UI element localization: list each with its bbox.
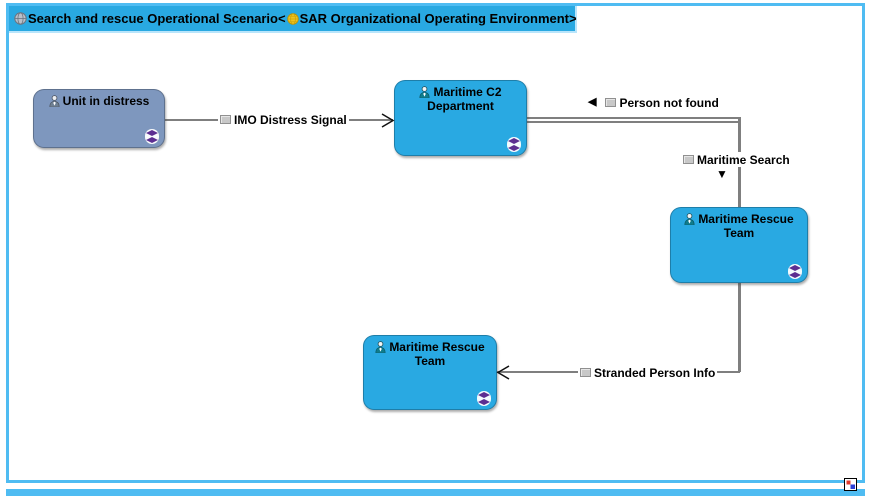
actor-icon — [49, 95, 60, 108]
component-role-icon — [788, 264, 802, 279]
diagram-frame — [6, 3, 865, 483]
edge-vertical-line-lower[interactable] — [738, 283, 741, 372]
frame-bottom-bar — [6, 489, 865, 496]
actor-icon — [419, 86, 430, 99]
node-unit-in-distress[interactable]: Unit in distress — [33, 89, 165, 148]
arrowhead-right-icon — [380, 112, 395, 129]
resize-marker-icon[interactable] — [844, 478, 857, 491]
exchange-item-icon — [605, 98, 617, 107]
node-maritime-c2-department[interactable]: Maritime C2 Department — [394, 80, 527, 156]
edge-label-stranded-person-info[interactable]: Stranded Person Info — [578, 365, 718, 380]
title-scenario-text: Search and rescue Operational Scenario< — [28, 11, 286, 26]
diagram-title-bar[interactable]: Search and rescue Operational Scenario< … — [9, 6, 577, 33]
arrowhead-left-icon — [496, 364, 511, 381]
component-role-icon — [507, 137, 521, 152]
exchange-item-icon — [580, 368, 591, 377]
direction-down-icon: ▼ — [716, 167, 728, 181]
component-role-icon — [145, 129, 159, 144]
actor-icon — [684, 213, 695, 226]
node-title: Maritime Rescue Team — [364, 336, 496, 368]
node-title: Maritime Rescue Team — [671, 208, 807, 240]
actor-icon — [375, 341, 386, 354]
component-role-icon — [477, 391, 491, 406]
edge-maritime-search-line[interactable] — [527, 121, 740, 123]
node-maritime-rescue-team-right[interactable]: Maritime Rescue Team — [670, 207, 808, 283]
scenario-globe-icon — [14, 12, 27, 25]
node-maritime-rescue-team-bottom[interactable]: Maritime Rescue Team — [363, 335, 497, 410]
direction-left-icon: ◀ — [588, 96, 597, 108]
title-environment-text: SAR Organizational Operating Environment… — [299, 11, 577, 26]
exchange-item-icon — [220, 115, 231, 124]
environment-globe-icon — [286, 12, 299, 25]
edge-label-person-not-found[interactable]: ◀ Person not found — [588, 95, 719, 110]
edge-label-imo-distress-signal[interactable]: IMO Distress Signal — [218, 112, 349, 127]
node-title: Maritime C2 Department — [395, 81, 526, 113]
exchange-item-icon — [683, 155, 694, 164]
edge-label-maritime-search[interactable]: Maritime Search — [681, 152, 792, 167]
node-title: Unit in distress — [34, 90, 164, 108]
edge-person-not-found-line[interactable] — [527, 117, 740, 119]
